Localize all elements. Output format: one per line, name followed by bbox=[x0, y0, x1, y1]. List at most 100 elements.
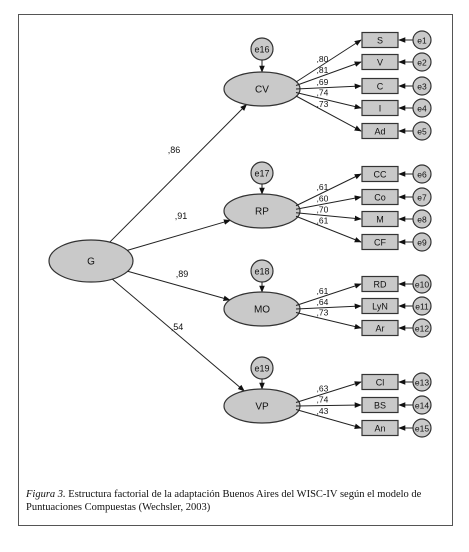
loading-g-rp: ,91 bbox=[175, 211, 188, 221]
indicator-label-cf: CF bbox=[374, 238, 386, 248]
loading-vp-cl: ,63 bbox=[316, 383, 328, 393]
error-circle-e7 bbox=[412, 187, 432, 207]
error-label-e14: e14 bbox=[415, 401, 429, 411]
path-cv-s bbox=[295, 39, 362, 83]
indicator-box-lyn bbox=[361, 297, 399, 315]
path-cv-ad bbox=[295, 95, 362, 132]
path-rp-co bbox=[295, 195, 362, 210]
error-label-e2: e2 bbox=[417, 58, 427, 68]
loading-g-cv: ,86 bbox=[168, 145, 181, 155]
error-label-e18: e18 bbox=[254, 267, 269, 277]
error-circle-e1 bbox=[412, 30, 432, 50]
error-label-e11: e11 bbox=[415, 302, 429, 312]
general-factor-label: G bbox=[87, 257, 95, 268]
indicator-label-an: An bbox=[374, 424, 385, 434]
loading-cv-v: ,81 bbox=[316, 65, 328, 75]
general-factor-node bbox=[48, 239, 134, 283]
figure-caption: Figura 3. Estructura factorial de la ada… bbox=[26, 488, 451, 514]
error-circle-e12 bbox=[412, 318, 432, 338]
indicator-label-rd: RD bbox=[374, 280, 387, 290]
path-mo-rd bbox=[295, 283, 362, 306]
path-vp-bs bbox=[295, 402, 362, 408]
figure-frame bbox=[18, 14, 453, 526]
path-rp-m bbox=[295, 212, 362, 222]
path-cv-c bbox=[295, 83, 362, 90]
factor-label-mo: MO bbox=[254, 305, 270, 316]
indicator-label-cl: Cl bbox=[376, 378, 385, 388]
error-label-e8: e8 bbox=[417, 215, 427, 225]
error-label-e16: e16 bbox=[254, 45, 269, 55]
error-circle-e4 bbox=[412, 98, 432, 118]
path-rp-cc bbox=[295, 173, 362, 207]
error-circle-e9 bbox=[412, 232, 432, 252]
path-mo-lyn bbox=[295, 303, 362, 310]
error-circle-e15 bbox=[412, 418, 432, 438]
indicator-label-c: C bbox=[377, 82, 384, 92]
indicator-box-co bbox=[361, 188, 399, 206]
loading-cv-s: ,80 bbox=[316, 54, 328, 64]
indicator-label-ad: Ad bbox=[374, 127, 385, 137]
loading-cv-i: ,74 bbox=[316, 88, 328, 98]
error-label-e17: e17 bbox=[254, 169, 269, 179]
indicator-box-rd bbox=[361, 275, 399, 293]
loading-g-vp: ,54 bbox=[171, 322, 184, 332]
indicator-box-ar bbox=[361, 319, 399, 337]
error-label-e19: e19 bbox=[254, 364, 269, 374]
indicator-label-v: V bbox=[377, 58, 383, 68]
indicator-label-i: I bbox=[379, 104, 382, 114]
indicator-box-bs bbox=[361, 396, 399, 414]
error-circle-e13 bbox=[412, 372, 432, 392]
error-label-e7: e7 bbox=[417, 193, 427, 203]
loading-cv-ad: ,73 bbox=[316, 99, 328, 109]
error-circle-e10 bbox=[412, 274, 432, 294]
error-label-e4: e4 bbox=[417, 104, 427, 114]
factor-label-cv: CV bbox=[255, 85, 269, 96]
error-label-e6: e6 bbox=[417, 170, 427, 180]
error-label-e15: e15 bbox=[415, 424, 429, 434]
path-cv-v bbox=[295, 61, 362, 86]
error-circle-e3 bbox=[412, 76, 432, 96]
path-vp-an bbox=[295, 409, 362, 429]
indicator-box-cl bbox=[361, 373, 399, 391]
indicator-label-co: Co bbox=[374, 193, 386, 203]
indicator-label-m: M bbox=[376, 215, 384, 225]
indicator-box-cc bbox=[361, 165, 399, 183]
error-circle-e14 bbox=[412, 395, 432, 415]
indicator-label-s: S bbox=[377, 36, 383, 46]
loading-cv-c: ,69 bbox=[316, 77, 328, 87]
path-mo-ar bbox=[295, 312, 362, 330]
indicator-box-v bbox=[361, 53, 399, 71]
indicator-box-c bbox=[361, 77, 399, 95]
error-label-e10: e10 bbox=[415, 280, 429, 290]
caption-label: Figura 3. bbox=[26, 489, 66, 500]
path-g-rp bbox=[127, 219, 231, 251]
indicator-label-cc: CC bbox=[374, 170, 387, 180]
factor-label-vp: VP bbox=[255, 402, 269, 413]
indicator-label-bs: BS bbox=[374, 401, 386, 411]
loading-rp-co: ,60 bbox=[316, 193, 328, 203]
loading-mo-ar: ,73 bbox=[316, 308, 328, 318]
loading-vp-bs: ,74 bbox=[316, 395, 328, 405]
loading-vp-an: ,43 bbox=[316, 406, 328, 416]
indicator-box-ad bbox=[361, 122, 399, 140]
factor-node-rp bbox=[223, 193, 301, 229]
indicator-box-i bbox=[361, 99, 399, 117]
loading-mo-rd: ,61 bbox=[316, 286, 328, 296]
error-label-e3: e3 bbox=[417, 82, 427, 92]
error-label-e1: e1 bbox=[417, 36, 427, 46]
error-circle-e8 bbox=[412, 209, 432, 229]
loading-g-mo: ,89 bbox=[176, 269, 189, 279]
path-g-mo bbox=[127, 270, 231, 301]
loading-rp-cf: ,61 bbox=[316, 216, 328, 226]
path-vp-cl bbox=[295, 381, 362, 403]
path-g-cv bbox=[109, 104, 248, 243]
loading-rp-cc: ,61 bbox=[316, 182, 328, 192]
caption-text: Estructura factorial de la adaptación Bu… bbox=[26, 489, 422, 513]
error-label-e5: e5 bbox=[417, 127, 427, 137]
error-label-e13: e13 bbox=[415, 378, 429, 388]
indicator-box-an bbox=[361, 419, 399, 437]
indicator-box-m bbox=[361, 210, 399, 228]
loading-rp-m: ,70 bbox=[316, 204, 328, 214]
error-circle-e6 bbox=[412, 164, 432, 184]
